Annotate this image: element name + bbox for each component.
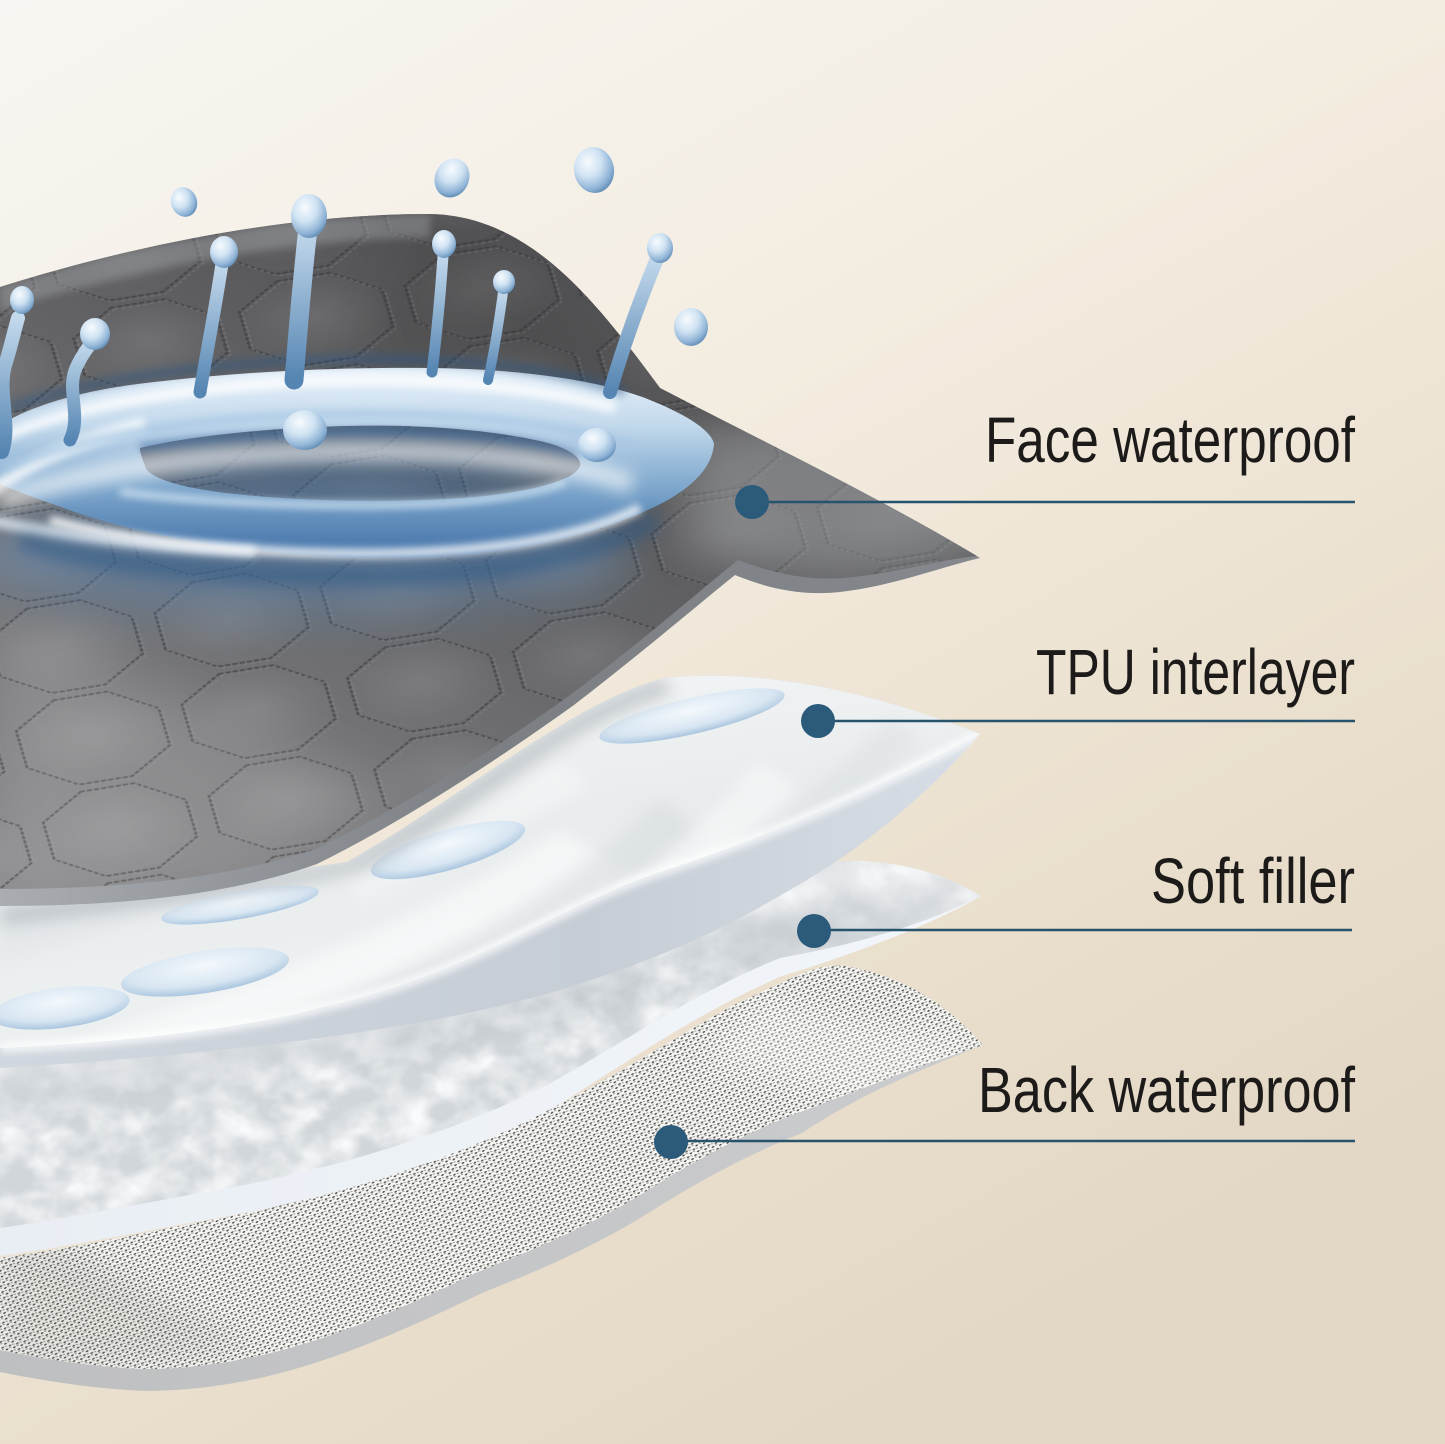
svg-text:Back waterproof: Back waterproof — [978, 1054, 1355, 1126]
svg-text:Face waterproof: Face waterproof — [985, 404, 1355, 476]
svg-text:Soft filler: Soft filler — [1151, 845, 1355, 917]
svg-text:TPU interlayer: TPU interlayer — [1036, 636, 1355, 708]
